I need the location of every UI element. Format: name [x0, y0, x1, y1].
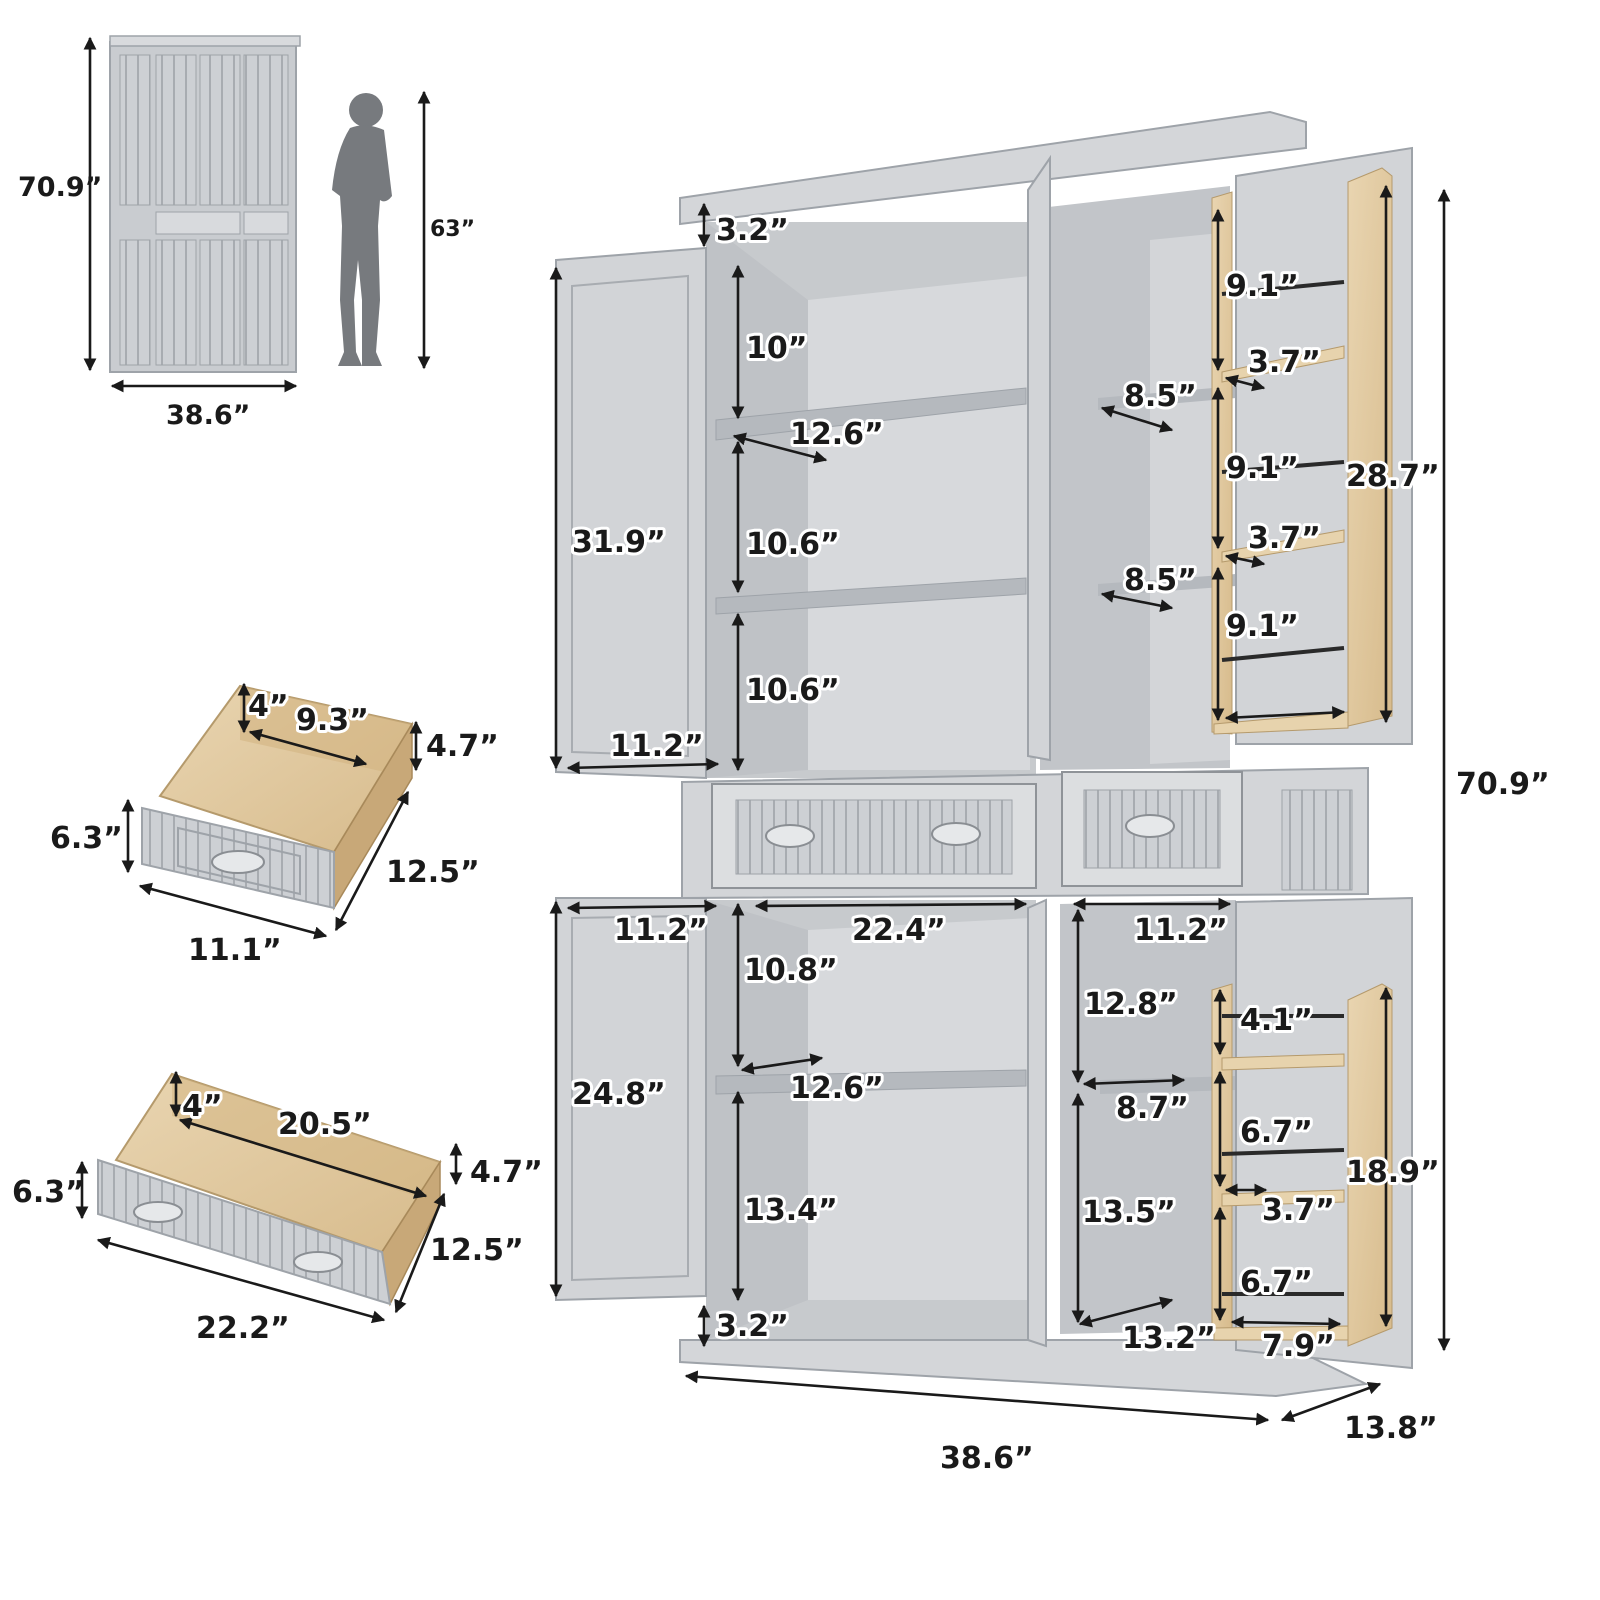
upper-rack-1-label: 9.1”: [1226, 269, 1299, 304]
upper-rack-shelf-2-label: 3.7”: [1248, 521, 1321, 556]
right-lower-bottom-depth-label: 13.2”: [1122, 1321, 1216, 1356]
right-shelf-depth-2-label: 8.5”: [1124, 563, 1197, 598]
right-shelf-depth-1-label: 8.5”: [1124, 379, 1197, 414]
upper-door-width-label: 11.2”: [610, 729, 704, 764]
lower-rack-shelf-label: 3.7”: [1262, 1193, 1335, 1228]
upper-rack-2-label: 9.1”: [1226, 451, 1299, 486]
right-lower-2-label: 13.5”: [1082, 1195, 1176, 1230]
cup-pull-handle-icon: [765, 824, 815, 848]
person-height-label: 63”: [430, 217, 475, 242]
bottom-gap-label: 3.2”: [716, 1309, 789, 1344]
small-drawer-depth-label: 12.5”: [386, 855, 480, 890]
lower-rack-2-label: 6.7”: [1240, 1115, 1313, 1150]
cup-pull-handle-icon: [133, 1201, 183, 1223]
upper-shelf-2-label: 10.6”: [746, 527, 840, 562]
small-drawer-width-label: 11.1”: [188, 933, 282, 968]
overview-cabinet: [109, 35, 301, 373]
cup-pull-handle-icon: [293, 1251, 343, 1273]
main-dimension-arrows: [549, 184, 1451, 1426]
upper-shelf-3-label: 10.6”: [746, 673, 840, 708]
lower-door-height-label: 24.8”: [572, 1077, 666, 1112]
person-silhouette-icon: [332, 93, 392, 366]
total-width-label: 38.6”: [940, 1441, 1034, 1476]
small-drawer-arrows: [121, 682, 423, 940]
lower-depth-label: 12.6”: [790, 1071, 884, 1106]
large-drawer-inner-width-label: 20.5”: [278, 1107, 372, 1142]
small-drawer-depth-inner-label: 4”: [248, 689, 289, 724]
large-drawer: [97, 1072, 442, 1307]
small-drawer-inner-width-label: 9.3”: [296, 703, 369, 738]
upper-rack-height-label: 28.7”: [1346, 459, 1440, 494]
upper-shelf-1-label: 10”: [746, 331, 807, 366]
large-drawer-depth-label: 12.5”: [430, 1233, 524, 1268]
large-drawer-width-label: 22.2”: [196, 1311, 290, 1346]
small-drawer-side-height-label: 4.7”: [426, 729, 499, 764]
lower-shelf-1-label: 10.8”: [744, 953, 838, 988]
lower-shelf-2-label: 13.4”: [744, 1193, 838, 1228]
upper-rack-shelf-1-label: 3.7”: [1248, 345, 1321, 380]
large-drawer-arrows: [75, 1070, 463, 1324]
small-drawer-front-height-label: 6.3”: [50, 821, 123, 856]
lower-left-door-width-label: 11.2”: [614, 913, 708, 948]
lower-inner-width-label: 22.4”: [852, 913, 946, 948]
upper-door-height-label: 31.9”: [572, 525, 666, 560]
lower-rack-height-label: 18.9”: [1346, 1155, 1440, 1190]
large-drawer-side-height-label: 4.7”: [470, 1155, 543, 1190]
large-drawer-depth-inner-label: 4”: [182, 1089, 223, 1124]
lower-rack-3-label: 6.7”: [1240, 1265, 1313, 1300]
lower-right-door-width-label: 11.2”: [1134, 913, 1228, 948]
total-height-label: 70.9”: [1456, 767, 1550, 802]
cup-pull-handle-icon: [1125, 814, 1175, 838]
upper-rack-3-label: 9.1”: [1226, 609, 1299, 644]
top-gap-label: 3.2”: [716, 213, 789, 248]
main-dimension-labels: 3.2” 10” 12.6” 10.6” 10.6” 31.9” 11.2” 8…: [569, 210, 1550, 1476]
total-depth-label: 13.8”: [1344, 1411, 1438, 1446]
lower-rack-1-label: 4.1”: [1240, 1003, 1313, 1038]
lower-rack-width-label: 7.9”: [1262, 1329, 1335, 1364]
cup-pull-handle-icon: [211, 850, 265, 874]
cup-pull-handle-icon: [931, 822, 981, 846]
upper-depth-label: 12.6”: [790, 417, 884, 452]
right-lower-1-label: 12.8”: [1084, 987, 1178, 1022]
overview-arrows: [83, 36, 431, 393]
overview-width-label: 38.6”: [166, 400, 250, 431]
large-drawer-front-height-label: 6.3”: [12, 1175, 85, 1210]
right-lower-depth-label: 8.7”: [1116, 1091, 1189, 1126]
overview-height-label: 70.9”: [18, 172, 102, 203]
